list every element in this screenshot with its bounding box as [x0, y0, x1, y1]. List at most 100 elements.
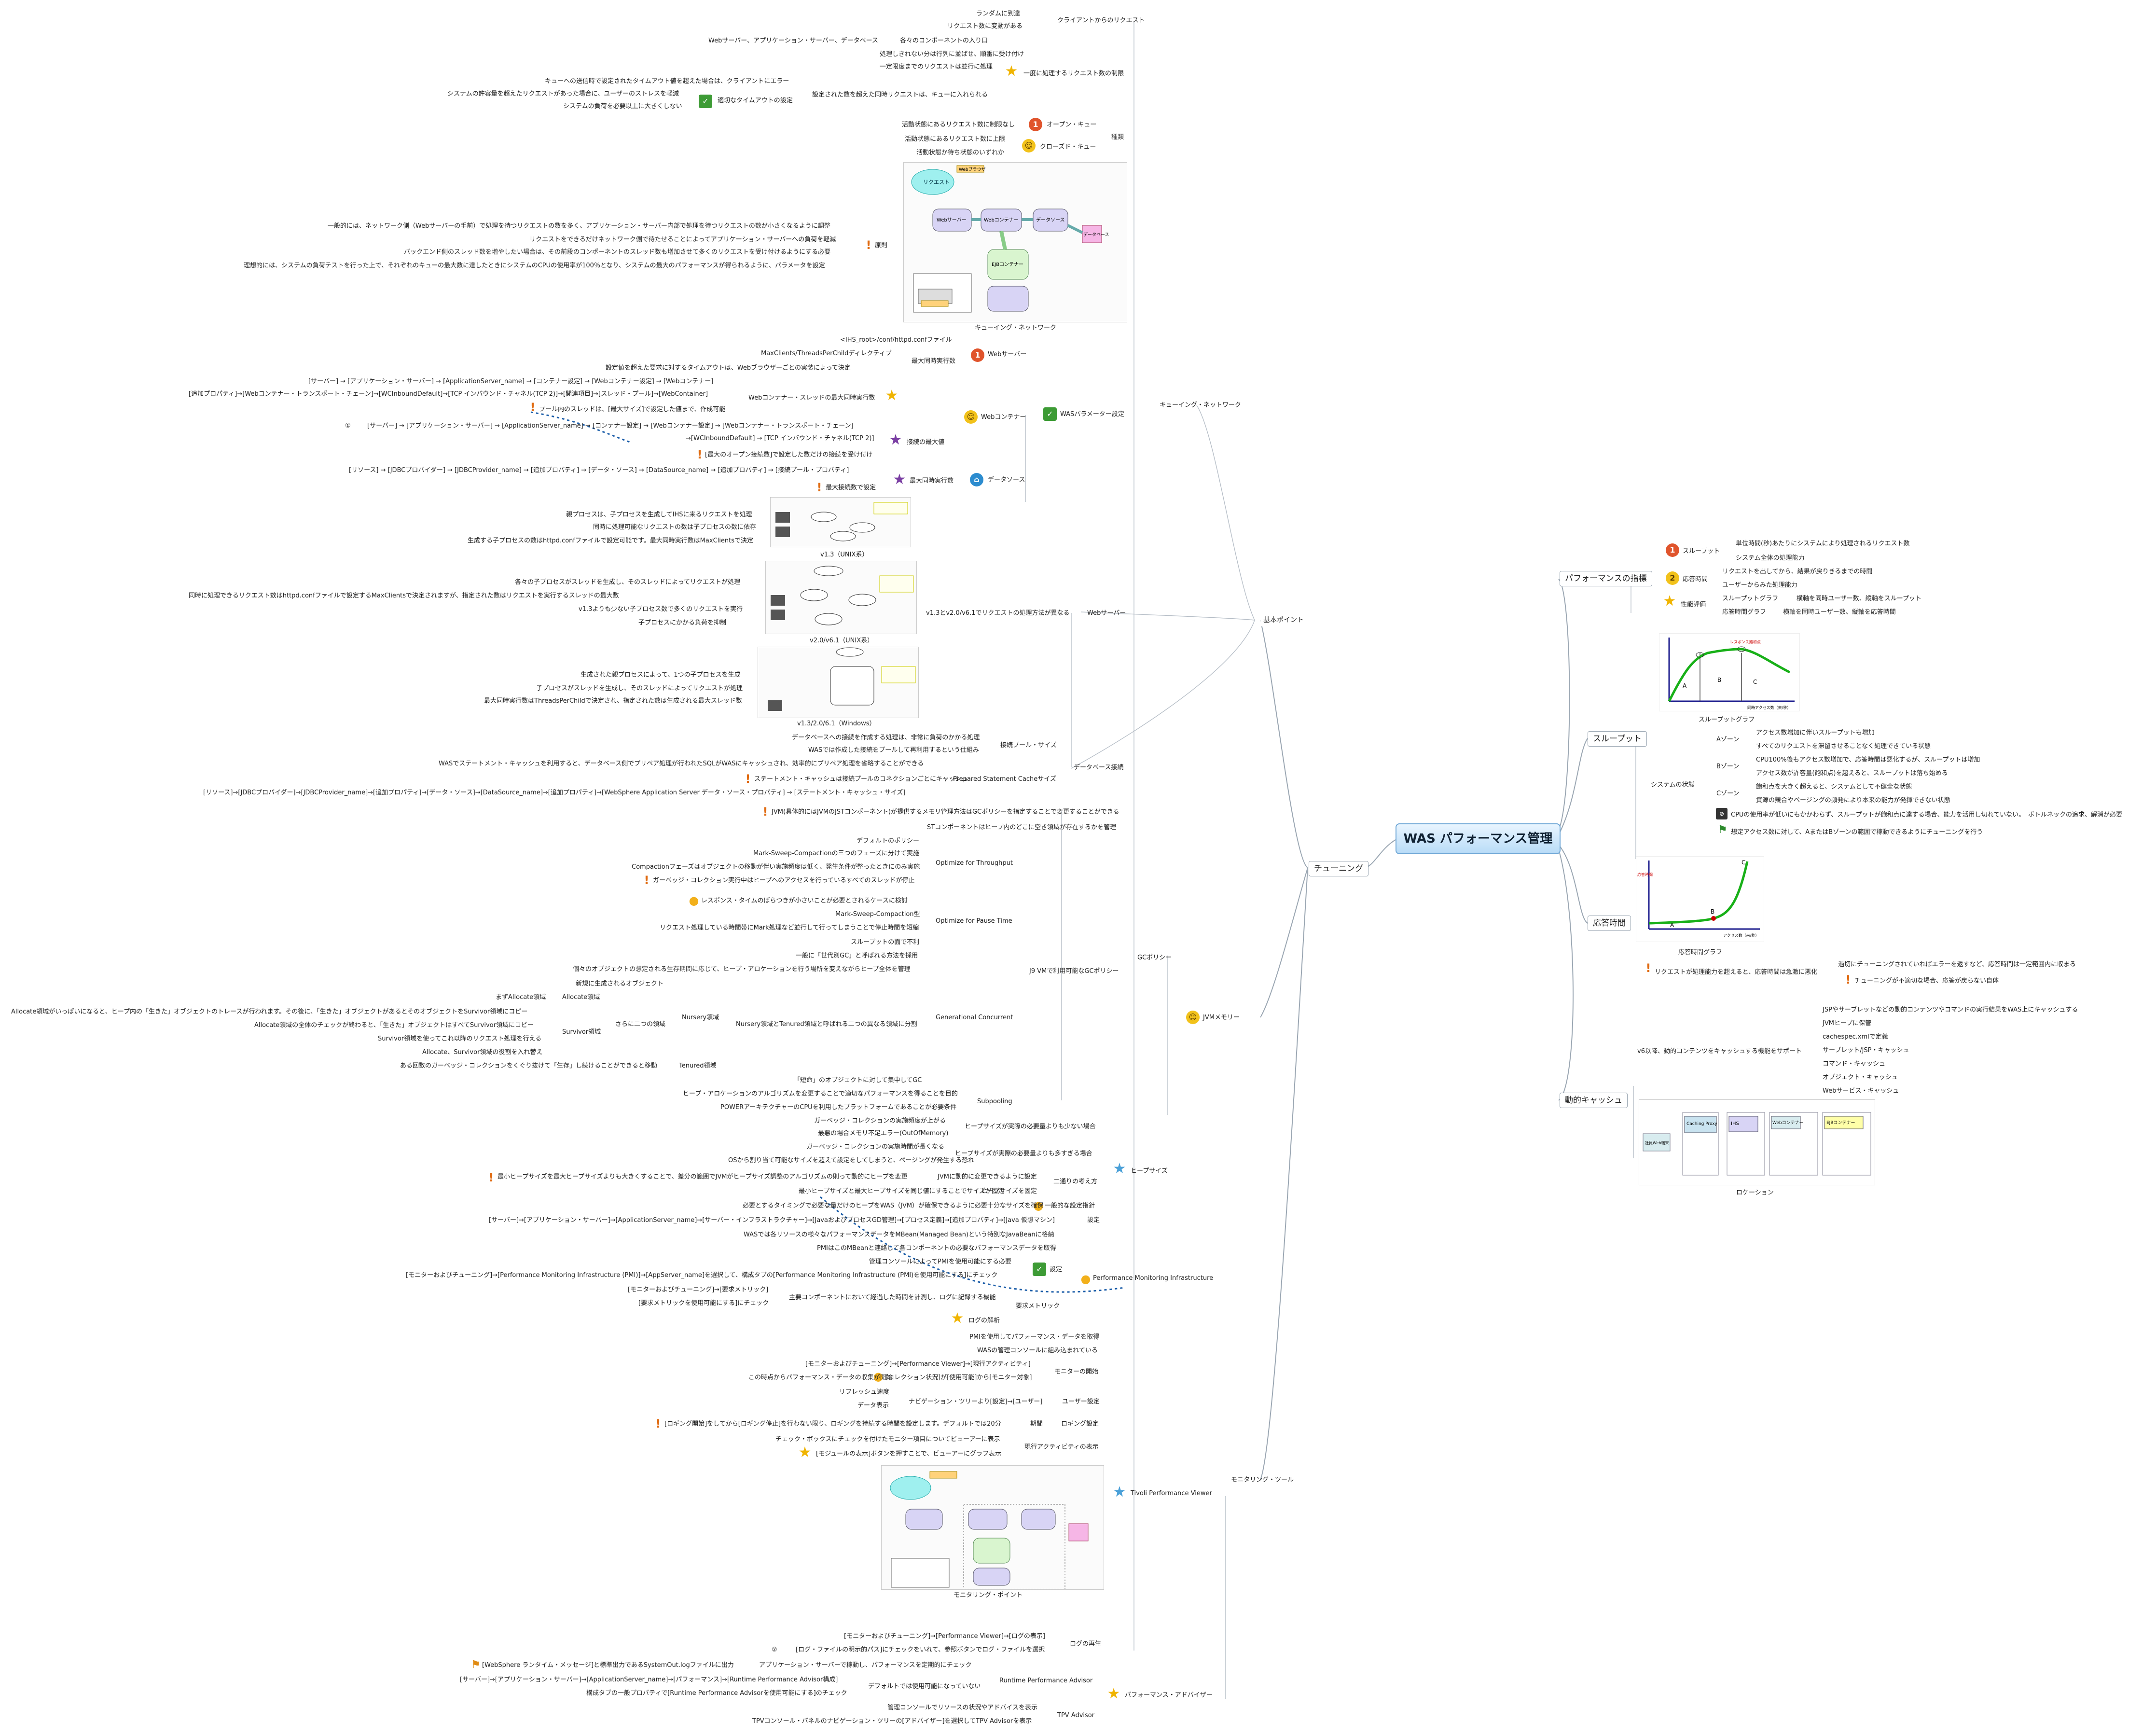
svg-text:データベース: データベース	[1083, 232, 1109, 237]
topic-throughput[interactable]: スループット	[1588, 731, 1647, 747]
tp-drop: スループットの面で不利	[851, 939, 920, 946]
unix20-caption: v2.0/v6.1（UNIX系）	[810, 637, 874, 644]
unix13-1: 親プロセスは、子プロセスを生成してIHSに来るリクエストを処理	[566, 511, 752, 518]
principle[interactable]: 原則	[875, 242, 888, 249]
principle-4: 理想的には、システムの負荷テストを行った上で、それぞれのキューの最大数に達したと…	[244, 262, 825, 269]
was-param[interactable]: WASパラメーター設定	[1060, 411, 1124, 418]
webserver2[interactable]: Webサーバー	[1087, 610, 1126, 617]
svg-text:アクセス数（来/秒）: アクセス数（来/秒）	[1723, 933, 1759, 938]
webcontainer[interactable]: Webコンテナー	[981, 414, 1026, 421]
monitoring-point-figure	[881, 1465, 1104, 1590]
pool-size: プール内のスレッドは、[最大サイズ]で設定した値まで、作成可能	[539, 406, 726, 413]
unix13-figure	[770, 497, 911, 547]
ds-path: [リソース] → [JDBCプロバイダー] → [JDBCProvider_na…	[349, 467, 849, 474]
rt-2: ユーザーからみた処理能力	[1722, 582, 1797, 589]
zone-a-2: すべてのリクエストを滞留させることなく処理できている状態	[1756, 743, 1931, 750]
zone-c: Cゾーン	[1716, 790, 1740, 797]
topic-response[interactable]: 応答時間	[1588, 916, 1631, 931]
pmi-2: PMIはこのMBeanと連絡して各コンポーネントの必要なパフォーマンスデータを取…	[817, 1245, 1056, 1252]
need-size: 必要とするタイミングで必要な量だけのヒープをWAS（JVM）が確保できるように必…	[743, 1202, 1044, 1209]
central-topic[interactable]: WAS パフォーマンス管理	[1396, 823, 1561, 854]
open-q[interactable]: オープン・キュー	[1047, 121, 1097, 128]
msc: Mark-Sweep-Compactionの三つのフェーズに分けて実施	[753, 850, 919, 857]
kinds[interactable]: 種類	[1111, 134, 1124, 141]
cp-2: WASでは作成した接続をプールして再利用するという仕組み	[808, 747, 979, 754]
dc-2: JVMヒープに保管	[1823, 1020, 1872, 1027]
setting: 設定	[1087, 1217, 1100, 1224]
priority1-icon: 1	[971, 348, 984, 362]
req-mark: リクエスト処理している時間帯にMark処理など並行して行ってしまうことで停止時間…	[660, 924, 919, 931]
zone-b: Bゾーン	[1716, 763, 1740, 770]
rpa-2: [WebSphere ランタイム・メッセージ]と標準出力であるSystemOut…	[482, 1662, 734, 1669]
response-graph-caption: 応答時間グラフ	[1678, 949, 1723, 956]
timeout-ok[interactable]: 適切なタイムアウトの設定	[718, 97, 793, 104]
bulb-icon: ●	[1033, 1199, 1044, 1212]
wc-path-2: [追加プロパティ]→[Webコンテナー・トランスポート・チェーン]→[WCInb…	[189, 390, 708, 398]
tpv[interactable]: Tivoli Performance Viewer	[1131, 1490, 1212, 1497]
topic-queuing-network[interactable]: キューイング・ネットワーク	[1160, 402, 1242, 409]
throughput-graph-caption: スループットグラフ	[1699, 716, 1755, 723]
j9: J9 VMで利用可能なGCポリシー	[1029, 968, 1119, 975]
queue-timeout: キューへの送信時で設定されたタイムアウト値を超えた場合は、クライアントにエラー	[545, 78, 789, 85]
closed-q[interactable]: クローズド・キュー	[1040, 143, 1096, 151]
win-3: 最大同時実行数はThreadsPerChildで決定され、指定された数は生成され…	[484, 697, 742, 705]
client-req[interactable]: クライアントからのリクエスト	[1057, 17, 1145, 24]
ms-3: この時点からパフォーマンス・データの収集が開始	[748, 1374, 893, 1381]
pmi-4: [モニターおよびチューニング]→[Performance Monitoring …	[406, 1272, 998, 1279]
dc-5: コマンド・キャッシュ	[1823, 1060, 1886, 1068]
topic-tuning[interactable]: チューニング	[1309, 861, 1368, 876]
compaction: Compactionフェーズはオブジェクトの移動が伴い実施頻度は低く、発生条件が…	[632, 863, 920, 871]
tp-1: 単位時間(秒)あたりにシステムにより処理されるリクエスト数	[1736, 540, 1910, 547]
wc-path-1: [サーバー] → [アプリケーション・サーバー] → [ApplicationS…	[308, 378, 714, 385]
gen-guide: 一般的な設定指針	[1045, 1202, 1095, 1209]
topic-basic[interactable]: 基本ポイント	[1260, 614, 1307, 626]
st-heap: STコンポーネントはヒープ内のどこに空き領域が存在するかを管理	[927, 824, 1117, 831]
heap-size[interactable]: ヒープサイズ	[1131, 1167, 1168, 1175]
log-replay: ログの再生	[1070, 1640, 1102, 1648]
rt-error: 過切にチューニングされていればエラーを返すなど、応答時間は一定範囲内に収まる	[1838, 961, 2076, 968]
priority1-icon: 1	[1029, 118, 1042, 131]
circled-2: ②	[772, 1646, 777, 1653]
us-2: データ表示	[857, 1402, 889, 1409]
unix20-3: v1.3よりも少ない子プロセス数で多くのリクエストを実行	[579, 606, 743, 613]
zone-c-1: 飽和点を大きく超えると、システムとして不健全な状態	[1756, 783, 1912, 791]
topic-monitor[interactable]: モニタリング・ツール	[1231, 1476, 1294, 1484]
tpv-2: WASの管理コンソールに組み込まれている	[977, 1347, 1098, 1354]
concurrency-limit[interactable]: 一度に処理するリクエスト数の制限	[1023, 70, 1124, 77]
response-graph: A B C アクセス数（来/秒） 応答時間	[1636, 856, 1764, 942]
tpv-advisor: TPV Advisor	[1057, 1712, 1095, 1719]
svg-text:EJBコンテナー: EJBコンテナー	[992, 262, 1023, 267]
resp-time: レスポンス・タイムのばらつきが小さいことが必要とされるケースに検討	[701, 897, 908, 904]
location-caption: ロケーション	[1736, 1189, 1774, 1196]
datasource[interactable]: データソース	[988, 476, 1025, 484]
rpa-4: [サーバー]→[アプリケーション・サーバー]→[ApplicationServe…	[460, 1676, 838, 1683]
heap-alg: ヒープ・アロケーションのアルゴリズムを変更することで適切なパフォーマンスを得るこ…	[683, 1090, 958, 1097]
topic-jvm[interactable]: JVMメモリー	[1203, 1014, 1240, 1021]
survive: 個々のオブジェクトの想定される生存期間に応じて、ヒープ・アロケーションを行う場所…	[573, 966, 911, 973]
perf-advisor[interactable]: パフォーマンス・アドバイザー	[1125, 1692, 1213, 1699]
heap-large: ヒープサイズが実際の必要量よりも多すぎる場合	[955, 1150, 1092, 1157]
topic-perf-index[interactable]: パフォーマンスの指標	[1560, 571, 1652, 586]
unix13-3: 生成する子プロセスの数はhttpd.confファイルで設定可能です。最大同時実行…	[468, 537, 753, 544]
throughput-graph: A B C レスポンス飽和点 同時アクセス数（来/秒）	[1659, 633, 1800, 711]
qn-figure-caption: キューイング・ネットワーク	[975, 324, 1057, 332]
ls-1: 期間	[1030, 1420, 1043, 1428]
check-icon: ✓	[699, 95, 712, 108]
us-1: リフレッシュ速度	[839, 1388, 890, 1396]
topic-dyncache[interactable]: 動的キャッシュ	[1560, 1093, 1628, 1108]
log-analysis: ログの解析	[968, 1317, 1000, 1324]
svg-text:B: B	[1711, 908, 1714, 915]
rm-1: [モニターおよびチューニング]→[要求メトリック]	[628, 1286, 769, 1293]
mon-start: モニターの開始	[1054, 1368, 1099, 1375]
closed-q-d1: 活動状態にあるリクエスト数に上限	[905, 136, 1006, 143]
unix20-1: 各々の子プロセスがスレッドを生成し、そのスレッドによってリクエストが処理	[515, 579, 740, 586]
fixed-limit: 一定限度までのリクエストは並行に処理	[880, 63, 993, 70]
rpa-5: 構成タブの一般プロパティで[Runtime Performance Adviso…	[586, 1690, 847, 1697]
websrv[interactable]: Webサーバー	[988, 351, 1027, 358]
pmi[interactable]: Performance Monitoring Infrastructure	[1093, 1275, 1214, 1282]
gc-policy[interactable]: GCポリシー	[1137, 954, 1172, 961]
old-gc: 「短命」のオブジェクトに対して集中してGC	[794, 1077, 922, 1084]
flag-icon: ⚑	[471, 1659, 481, 1671]
dc-7: Webサービス・キャッシュ	[1823, 1087, 1899, 1095]
db-conn[interactable]: データベース接続	[1074, 764, 1124, 771]
